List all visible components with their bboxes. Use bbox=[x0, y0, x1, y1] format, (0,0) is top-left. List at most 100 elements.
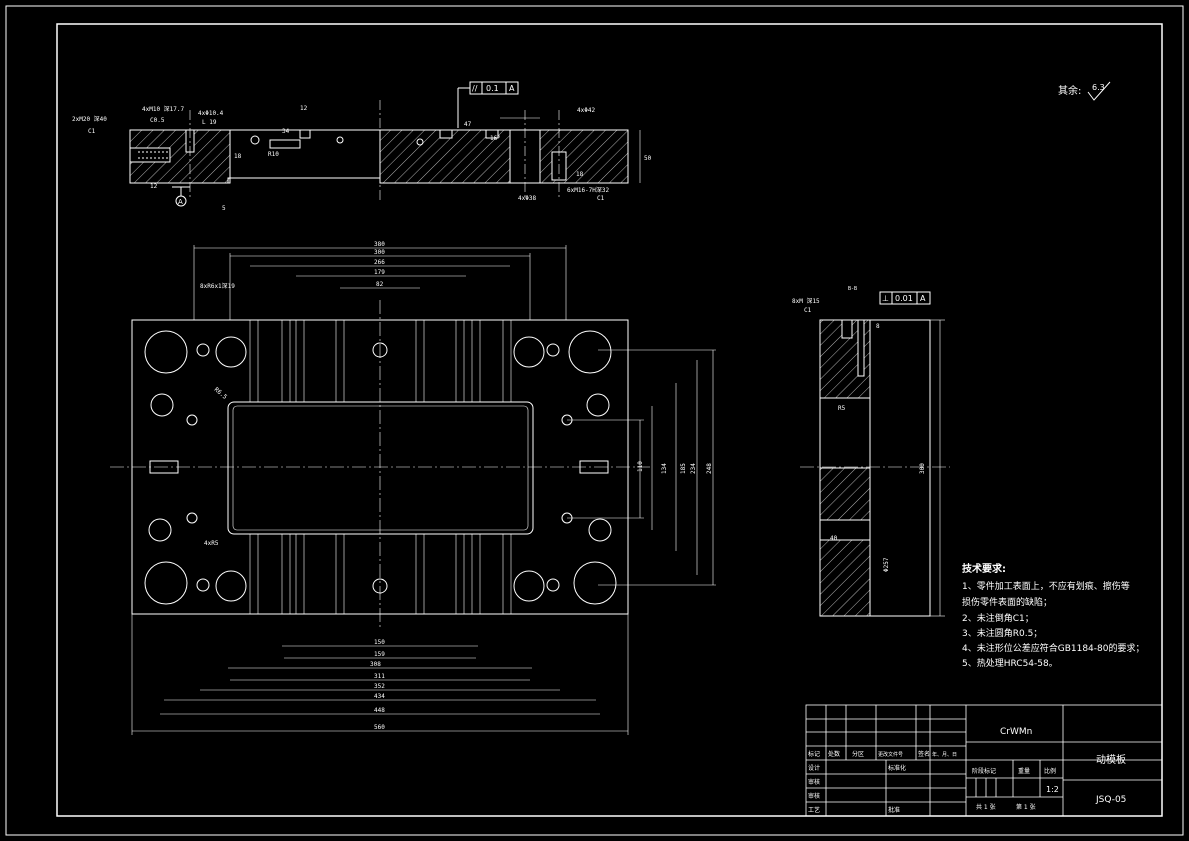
dim-top-380: 380 bbox=[374, 241, 385, 248]
dim-bot-352: 352 bbox=[374, 683, 385, 690]
tech-req-item-1: 1、零件加工表面上，不应有划痕、擦伤等 bbox=[962, 580, 1130, 592]
label-thread-left: 2xM20 深40 bbox=[72, 115, 107, 123]
label-thread-right: 6xM16-7H深32 bbox=[567, 186, 610, 194]
outer-border bbox=[5, 5, 1184, 836]
dim-right-134: 134 bbox=[661, 463, 668, 474]
plan-view: 380 300 266 179 82 150 159 308 311 352 4… bbox=[110, 241, 716, 735]
parallelism-value: 0.1 bbox=[486, 84, 499, 93]
label-chamfer-a: C0.5 bbox=[150, 117, 165, 124]
tech-req-item-2: 2、未注倒角C1； bbox=[962, 612, 1034, 624]
dim-right-185: 185 bbox=[680, 463, 687, 474]
tech-req-item-3: 3、未注圆角R0.5； bbox=[962, 627, 1042, 639]
title-material: CrWMn bbox=[1000, 727, 1032, 737]
side-dim-r5: R5 bbox=[838, 405, 846, 412]
label-corner-r: R6.5 bbox=[213, 386, 229, 401]
dim-top-300: 300 bbox=[374, 249, 385, 256]
tb-header-sign: 签名 bbox=[918, 750, 930, 758]
perp-value: 0.01 bbox=[895, 294, 913, 303]
label-corner-r2: 4xR5 bbox=[204, 540, 219, 547]
perpendicularity-tolerance-frame: ⊥ 0.01 A bbox=[879, 291, 931, 305]
side-dim-40: 40 bbox=[830, 535, 838, 542]
side-section-view: ⊥ 0.01 A 8xM 深15 C1 B-B 8 40 300 Φ257 R5 bbox=[792, 286, 950, 617]
tech-req-title: 技术要求: bbox=[962, 562, 1006, 575]
label-holes-a: 4xM10 深17.7 bbox=[142, 105, 185, 113]
side-dim-257: Φ257 bbox=[883, 557, 890, 572]
parallelism-symbol: // bbox=[472, 84, 478, 93]
title-part-name: 动模板 bbox=[1096, 753, 1126, 766]
dim-bot-311: 311 bbox=[374, 673, 385, 680]
side-chamfer-label: C1 bbox=[804, 307, 812, 314]
parallelism-tolerance-frame: // 0.1 A bbox=[457, 81, 519, 128]
bottom-dimensions bbox=[131, 614, 629, 735]
right-dimensions bbox=[567, 349, 716, 586]
label-dim-12b: 12 bbox=[150, 183, 158, 190]
tb-ratio: 比例 bbox=[1044, 767, 1056, 775]
datum-a-symbol: A bbox=[172, 186, 190, 207]
dim-right-234: 234 bbox=[690, 463, 697, 474]
side-dim-b: B-B bbox=[848, 286, 857, 292]
dim-top-266: 266 bbox=[374, 259, 385, 266]
perp-datum: A bbox=[920, 294, 926, 303]
roughness-symbol-icon bbox=[1087, 81, 1111, 101]
dim-bot-448: 448 bbox=[374, 707, 385, 714]
title-block: CrWMn 动模板 JSQ-05 1:2 标记 处数 分区 更改文件号 签名 年… bbox=[805, 704, 1163, 817]
tb-header-zone: 分区 bbox=[852, 750, 864, 758]
tb-header-count: 处数 bbox=[828, 750, 840, 758]
label-holes-b: 4xΦ10.4 bbox=[198, 110, 224, 117]
dim-bot-434: 434 bbox=[374, 693, 385, 700]
side-dim-8: 8 bbox=[876, 323, 880, 330]
inner-border bbox=[56, 23, 1163, 817]
dim-right-110: 110 bbox=[637, 461, 644, 472]
label-holes-b2: L 19 bbox=[202, 119, 217, 126]
tb-standard: 标准化 bbox=[888, 764, 906, 772]
label-dim-5: 5 bbox=[222, 205, 226, 212]
dim-bot-560: 560 bbox=[374, 724, 385, 731]
tb-sheet-no: 第 1 张 bbox=[1016, 803, 1036, 811]
label-dim-50: 50 bbox=[644, 155, 652, 162]
label-chamfer-right: C1 bbox=[597, 195, 605, 202]
tb-header-mark: 标记 bbox=[808, 750, 820, 758]
label-chamfer-left: C1 bbox=[88, 128, 96, 135]
label-dim-12: 12 bbox=[300, 105, 308, 112]
technical-requirements: 技术要求: 1、零件加工表面上，不应有划痕、擦伤等 损伤零件表面的缺陷； 2、未… bbox=[962, 562, 1144, 669]
dim-top-82: 82 bbox=[376, 281, 384, 288]
label-screw-holes: 8xR6x1深19 bbox=[200, 282, 235, 290]
title-drawing-no: JSQ-05 bbox=[1095, 795, 1126, 805]
tb-approve: 批准 bbox=[888, 806, 900, 814]
tb-sheets-total: 共 1 张 bbox=[976, 803, 996, 811]
tb-weight: 重量 bbox=[1018, 767, 1030, 775]
tb-process: 工艺 bbox=[808, 806, 820, 814]
dim-bot-308: 308 bbox=[370, 661, 381, 668]
dim-bot-159: 159 bbox=[374, 651, 385, 658]
tb-header-date: 年、月、日 bbox=[932, 751, 957, 758]
side-dim-300: 300 bbox=[919, 463, 926, 474]
label-dim-r10: R10 bbox=[268, 151, 279, 158]
tb-header-change: 更改文件号 bbox=[878, 751, 903, 758]
title-scale: 1:2 bbox=[1046, 785, 1059, 794]
parallelism-datum: A bbox=[509, 84, 515, 93]
roughness-label: 其余: bbox=[1058, 84, 1081, 97]
label-dim-4x38: 4xΦ38 bbox=[518, 195, 536, 202]
label-dim-34: 34 bbox=[282, 128, 290, 135]
dim-top-179: 179 bbox=[374, 269, 385, 276]
label-dim-18: 18 bbox=[234, 153, 242, 160]
tb-check: 审核 bbox=[808, 778, 820, 786]
label-dim-16: 16° bbox=[490, 135, 501, 142]
tech-req-item-1b: 损伤零件表面的缺陷； bbox=[962, 596, 1052, 608]
datum-letter: A bbox=[178, 198, 183, 206]
perp-symbol: ⊥ bbox=[882, 294, 889, 303]
label-dim-4xk42: 4xΦ42 bbox=[577, 107, 595, 114]
dim-bot-150: 150 bbox=[374, 639, 385, 646]
central-pocket bbox=[227, 401, 534, 535]
tb-review: 审核 bbox=[808, 792, 820, 800]
tech-req-item-4: 4、未注形位公差应符合GB1184-80的要求； bbox=[962, 642, 1144, 654]
label-dim-47: 47 bbox=[464, 121, 472, 128]
label-dim-18b: 18 bbox=[576, 171, 584, 178]
dim-right-248: 248 bbox=[706, 463, 713, 474]
tech-req-item-5: 5、热处理HRC54-58。 bbox=[962, 657, 1058, 669]
thread-hole-left bbox=[129, 147, 171, 163]
top-section-view: 2xM20 深40 C1 4xM10 深17.7 C0.5 4xΦ10.4 L … bbox=[72, 81, 652, 212]
roughness-note: 其余: 6.3 bbox=[1058, 81, 1111, 101]
tb-stage-mark: 阶段标记 bbox=[972, 767, 996, 775]
